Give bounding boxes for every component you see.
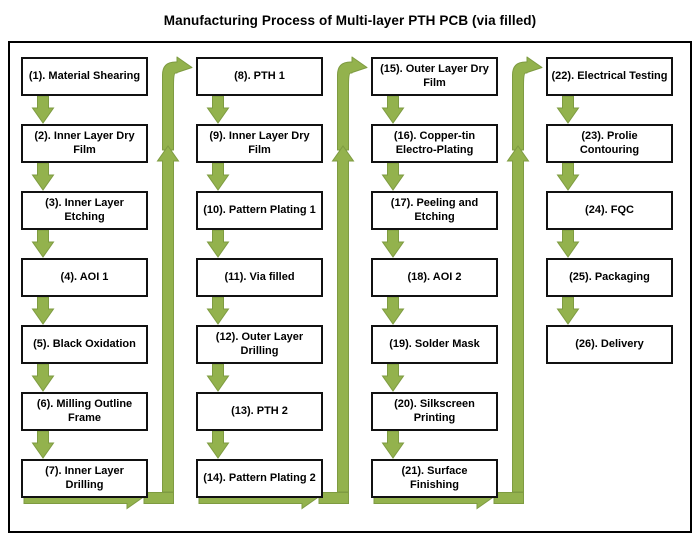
process-node-5[interactable]: (5). Black Oxidation (21, 325, 148, 364)
flow-arrow-24-to-25 (556, 229, 580, 258)
process-node-label: (22). Electrical Testing (551, 69, 668, 82)
flow-arrow-5-to-6 (31, 363, 55, 392)
flow-arrow-15-to-16 (381, 95, 405, 124)
process-node-18[interactable]: (18). AOI 2 (371, 258, 498, 297)
process-node-label: (9). Inner Layer Dry Film (209, 129, 310, 156)
process-node-label: (17). Peeling and Etching (390, 196, 479, 223)
process-node-label: (13). PTH 2 (231, 404, 288, 417)
process-node-26[interactable]: (26). Delivery (546, 325, 673, 364)
flow-arrow-13-to-14 (206, 430, 230, 459)
flow-arrow-25-to-26 (556, 296, 580, 325)
flow-arrow-1-to-2 (31, 95, 55, 124)
column-riser-up-arrow-1 (156, 145, 180, 493)
flow-arrow-10-to-11 (206, 229, 230, 258)
column-bridge-arrow-1 (162, 56, 193, 151)
process-node-label: (15). Outer Layer Dry Film (380, 62, 489, 89)
flow-arrow-12-to-13 (206, 363, 230, 392)
process-node-15[interactable]: (15). Outer Layer Dry Film (371, 57, 498, 96)
process-node-8[interactable]: (8). PTH 1 (196, 57, 323, 96)
process-node-12[interactable]: (12). Outer Layer Drilling (196, 325, 323, 364)
process-node-label: (3). Inner Layer Etching (45, 196, 124, 223)
process-node-label: (7). Inner Layer Drilling (45, 464, 124, 491)
process-node-label: (21). Surface Finishing (401, 464, 468, 491)
process-node-11[interactable]: (11). Via filled (196, 258, 323, 297)
flow-arrow-11-to-12 (206, 296, 230, 325)
flow-arrow-20-to-21 (381, 430, 405, 459)
process-node-20[interactable]: (20). Silkscreen Printing (371, 392, 498, 431)
process-node-17[interactable]: (17). Peeling and Etching (371, 191, 498, 230)
column-riser-bottom-elbow-1 (143, 492, 174, 504)
flow-arrow-8-to-9 (206, 95, 230, 124)
process-node-label: (26). Delivery (575, 337, 644, 350)
process-node-14[interactable]: (14). Pattern Plating 2 (196, 459, 323, 498)
page-title: Manufacturing Process of Multi-layer PTH… (163, 13, 537, 28)
process-node-23[interactable]: (23). Prolie Contouring (546, 124, 673, 163)
process-node-22[interactable]: (22). Electrical Testing (546, 57, 673, 96)
process-node-label: (16). Copper-tin Electro-Plating (393, 129, 476, 156)
process-node-label: (18). AOI 2 (407, 270, 462, 283)
process-node-label: (10). Pattern Plating 1 (203, 203, 316, 216)
flow-arrow-19-to-20 (381, 363, 405, 392)
column-bridge-arrow-2 (337, 56, 368, 151)
column-riser-bottom-elbow-3 (493, 492, 524, 504)
column-bridge-arrow-3 (512, 56, 543, 151)
process-node-7[interactable]: (7). Inner Layer Drilling (21, 459, 148, 498)
process-node-6[interactable]: (6). Milling Outline Frame (21, 392, 148, 431)
column-riser-up-arrow-2 (331, 145, 355, 493)
process-node-label: (24). FQC (585, 203, 634, 216)
process-node-label: (12). Outer Layer Drilling (215, 330, 304, 357)
flow-arrow-16-to-17 (381, 162, 405, 191)
process-node-label: (11). Via filled (224, 270, 295, 283)
flow-arrow-9-to-10 (206, 162, 230, 191)
flow-arrow-3-to-4 (31, 229, 55, 258)
process-node-9[interactable]: (9). Inner Layer Dry Film (196, 124, 323, 163)
process-node-13[interactable]: (13). PTH 2 (196, 392, 323, 431)
flow-arrow-4-to-5 (31, 296, 55, 325)
process-node-1[interactable]: (1). Material Shearing (21, 57, 148, 96)
process-node-10[interactable]: (10). Pattern Plating 1 (196, 191, 323, 230)
process-node-label: (1). Material Shearing (28, 69, 141, 82)
flow-arrow-17-to-18 (381, 229, 405, 258)
process-node-label: (23). Prolie Contouring (579, 129, 640, 156)
process-node-24[interactable]: (24). FQC (546, 191, 673, 230)
process-node-16[interactable]: (16). Copper-tin Electro-Plating (371, 124, 498, 163)
process-node-label: (6). Milling Outline Frame (36, 397, 133, 424)
process-node-21[interactable]: (21). Surface Finishing (371, 459, 498, 498)
process-node-2[interactable]: (2). Inner Layer Dry Film (21, 124, 148, 163)
process-node-25[interactable]: (25). Packaging (546, 258, 673, 297)
process-node-label: (20). Silkscreen Printing (394, 397, 475, 424)
process-node-label: (4). AOI 1 (60, 270, 109, 283)
process-node-label: (2). Inner Layer Dry Film (34, 129, 135, 156)
process-node-3[interactable]: (3). Inner Layer Etching (21, 191, 148, 230)
flow-arrow-18-to-19 (381, 296, 405, 325)
process-node-label: (8). PTH 1 (234, 69, 285, 82)
flow-arrow-2-to-3 (31, 162, 55, 191)
process-node-label: (19). Solder Mask (389, 337, 480, 350)
column-riser-bottom-elbow-2 (318, 492, 349, 504)
flow-arrow-6-to-7 (31, 430, 55, 459)
process-node-label: (25). Packaging (569, 270, 650, 283)
flow-arrow-22-to-23 (556, 95, 580, 124)
column-riser-up-arrow-3 (506, 145, 530, 493)
flow-arrow-23-to-24 (556, 162, 580, 191)
process-node-4[interactable]: (4). AOI 1 (21, 258, 148, 297)
process-node-label: (5). Black Oxidation (33, 337, 136, 350)
process-node-19[interactable]: (19). Solder Mask (371, 325, 498, 364)
process-node-label: (14). Pattern Plating 2 (203, 471, 316, 484)
